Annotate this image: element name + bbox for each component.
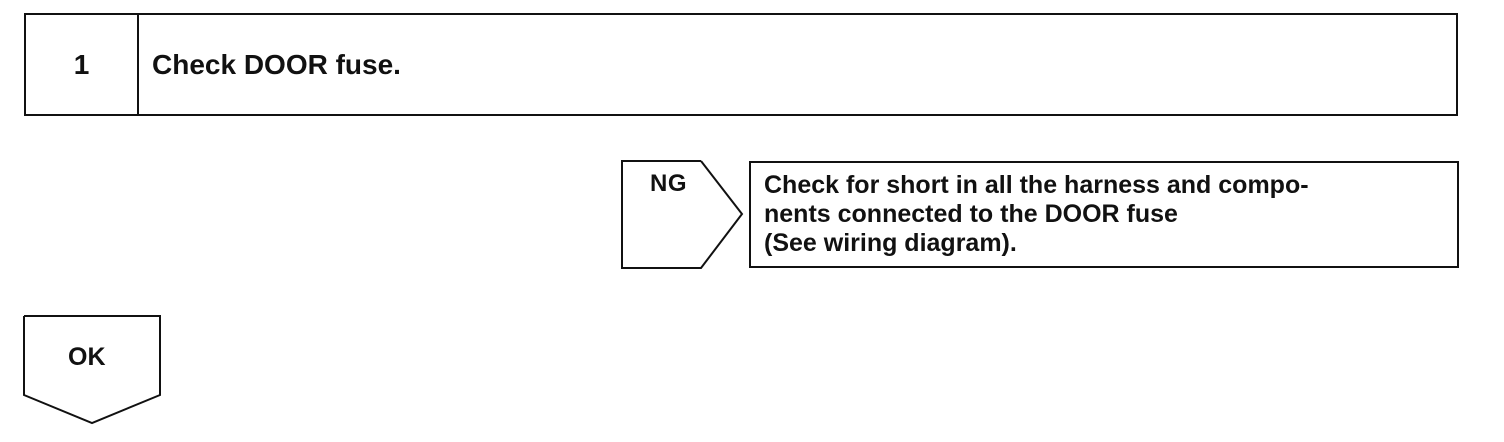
ok-arrow-shape	[23, 315, 161, 425]
ng-result-line-2: nents connected to the DOOR fuse	[764, 200, 1178, 228]
step-number: 1	[26, 15, 139, 114]
ng-arrow-shape	[621, 160, 744, 269]
ok-label: OK	[68, 343, 106, 371]
ng-label: NG	[650, 170, 687, 197]
ng-result-line-3: (See wiring diagram).	[764, 229, 1017, 257]
step-box: 1 Check DOOR fuse.	[24, 13, 1458, 116]
ng-result-line-1: Check for short in all the harness and c…	[764, 171, 1309, 199]
ng-result-box: Check for short in all the harness and c…	[749, 161, 1459, 268]
step-title: Check DOOR fuse.	[152, 48, 401, 80]
